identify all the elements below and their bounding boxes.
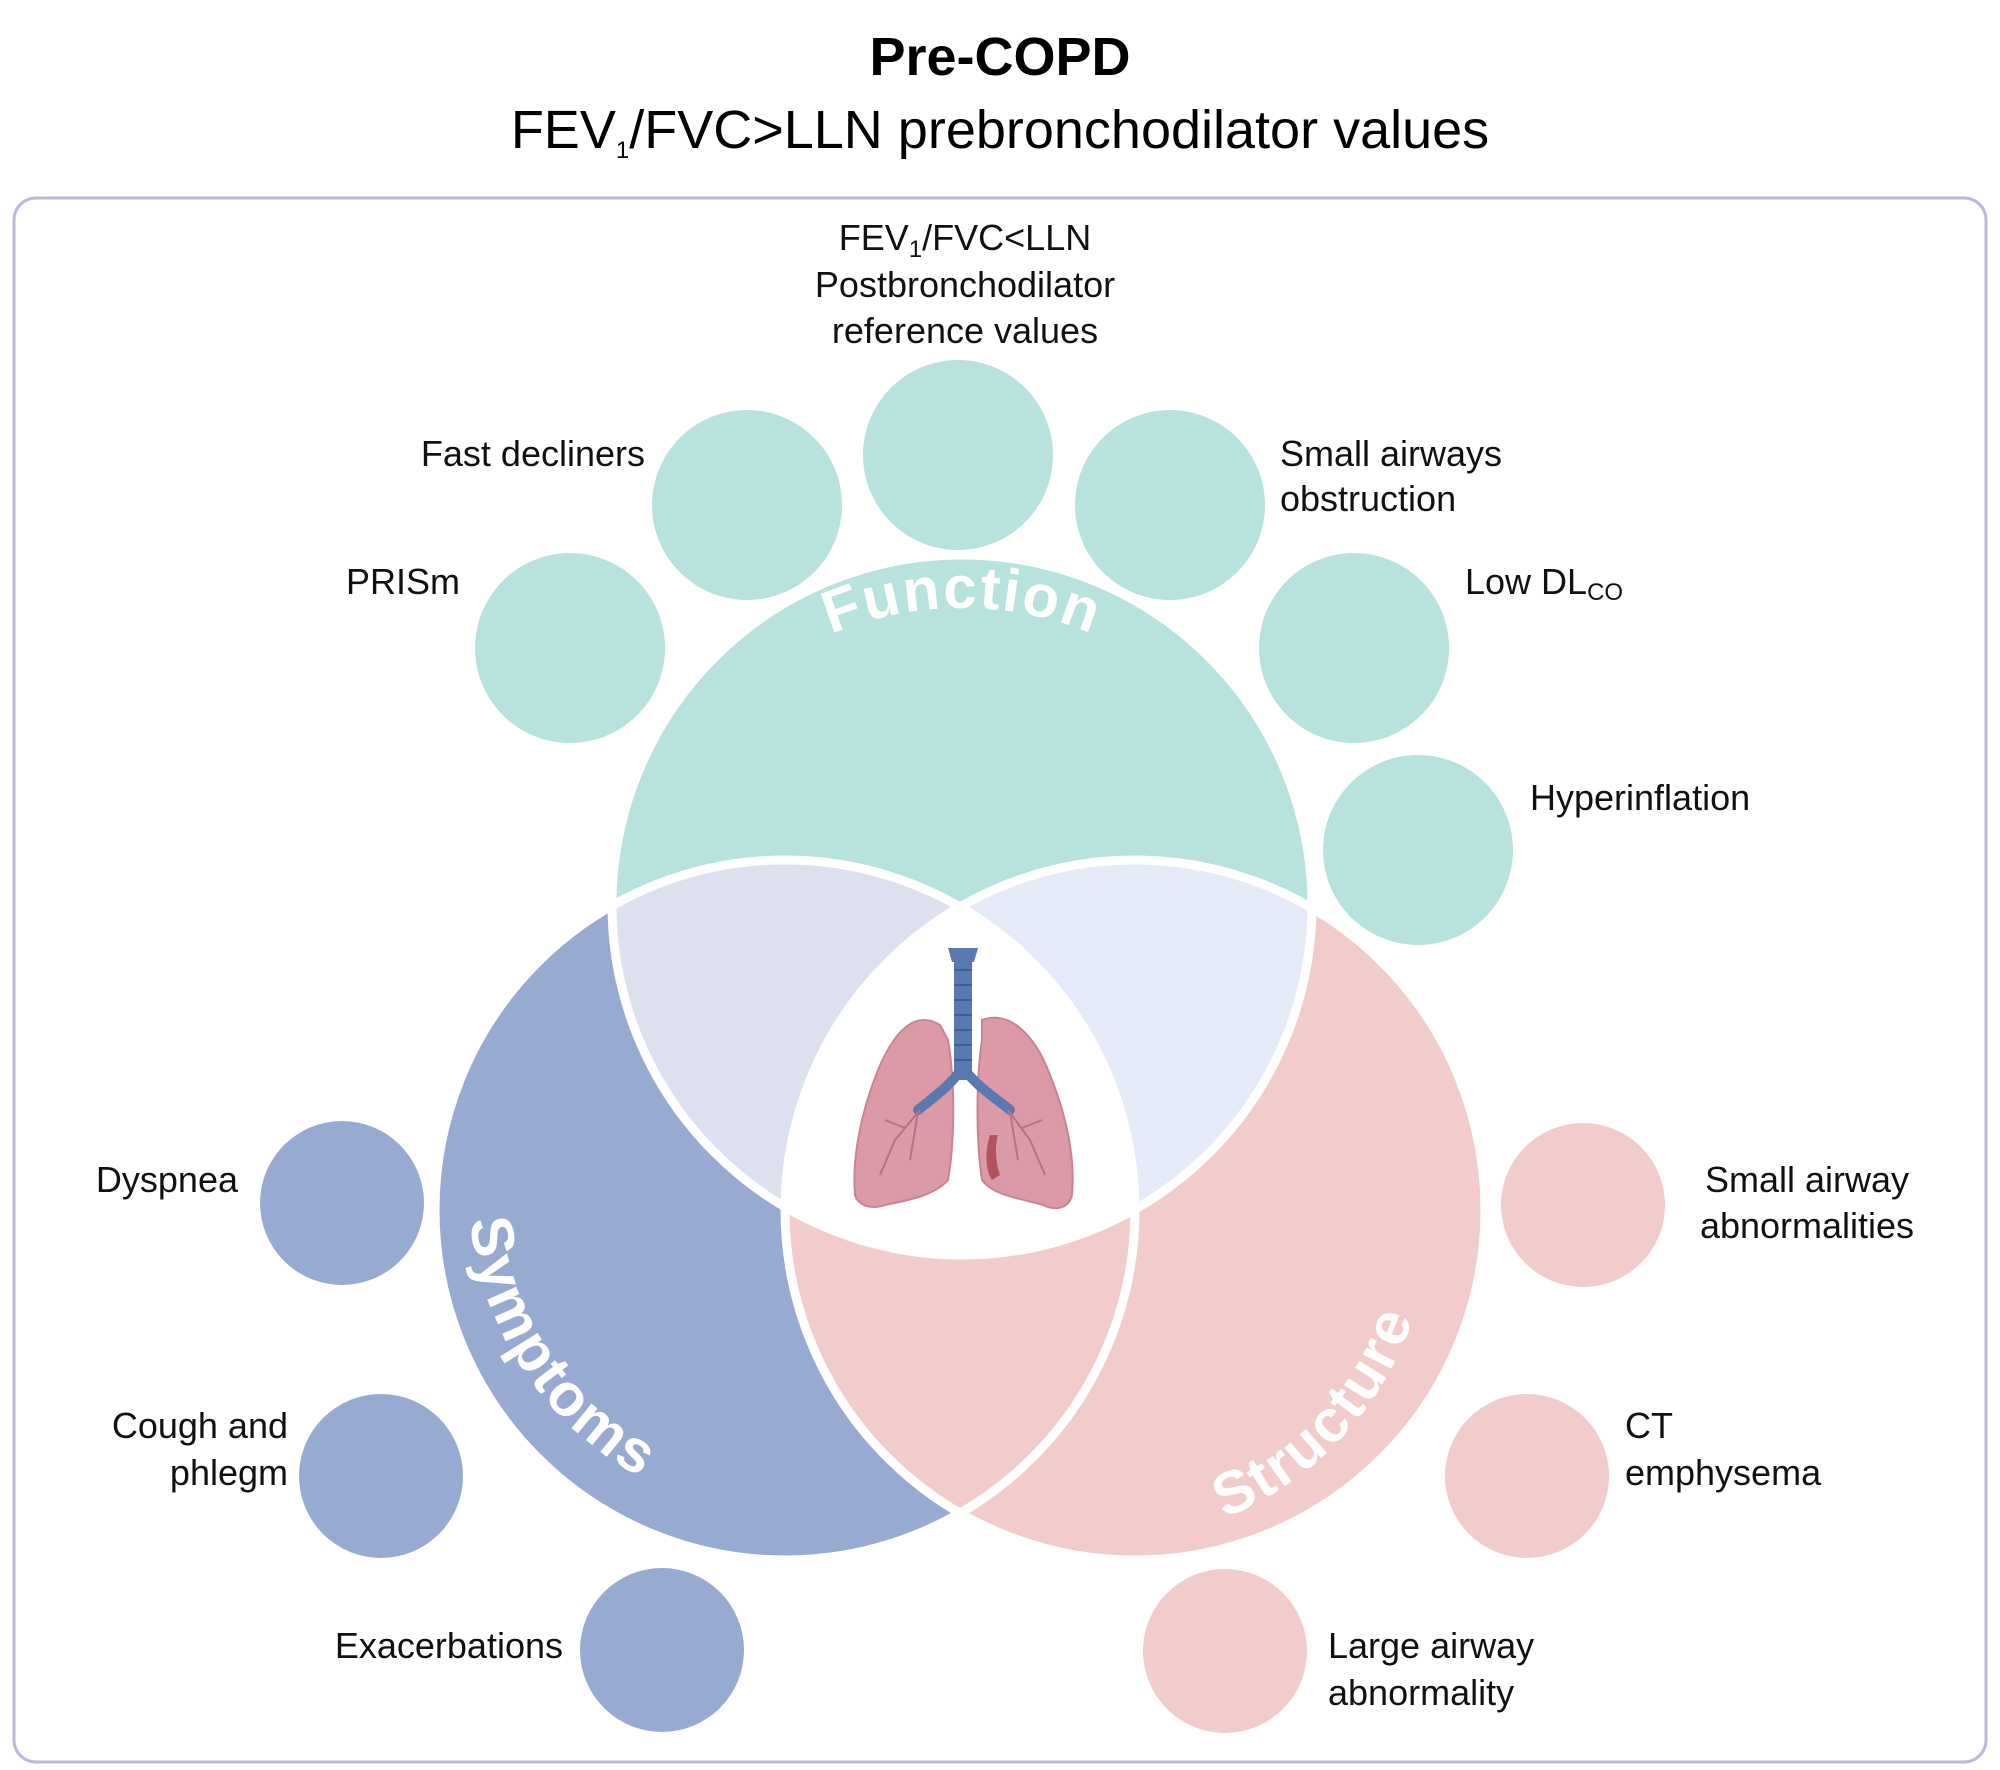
small-airway-abnormalities-circle: [1501, 1123, 1665, 1287]
svg-text:Small airways: Small airways: [1280, 433, 1502, 474]
exacerbations-circle: [580, 1568, 744, 1732]
low-dlco-circle: [1259, 553, 1449, 743]
svg-text:Large airway: Large airway: [1328, 1625, 1534, 1666]
diagram-title: Pre-COPD: [869, 27, 1130, 87]
svg-text:phlegm: phlegm: [170, 1452, 288, 1493]
svg-text:abnormalities: abnormalities: [1700, 1205, 1914, 1246]
hyperinflation-circle: [1323, 755, 1513, 945]
large-airway-abnormality-label: Large airway abnormality: [1328, 1625, 1534, 1713]
svg-text:reference values: reference values: [832, 310, 1098, 351]
cough-phlegm-circle: [299, 1394, 463, 1558]
large-airway-abnormality-circle: [1143, 1569, 1307, 1733]
fev1-fvc-lln-label: FEV1/FVC<LLN Postbronchodilator referenc…: [815, 217, 1115, 351]
low-dlco-label: Low DLCO: [1465, 561, 1623, 606]
hyperinflation-label: Hyperinflation: [1530, 777, 1750, 818]
symptoms-outline: [430, 855, 1140, 1565]
exacerbations-label: Exacerbations: [335, 1625, 563, 1666]
prism-circle: [475, 553, 665, 743]
svg-text:FEV1/FVC<LLN: FEV1/FVC<LLN: [839, 217, 1091, 263]
cough-phlegm-label: Cough and phlegm: [112, 1405, 288, 1493]
svg-text:emphysema: emphysema: [1625, 1452, 1822, 1493]
small-airway-abnormalities-label: Small airway abnormalities: [1700, 1159, 1914, 1246]
svg-text:Cough and: Cough and: [112, 1405, 288, 1446]
structure-outline: [780, 855, 1490, 1565]
ct-emphysema-circle: [1445, 1394, 1609, 1558]
lungs-icon: [853, 948, 1074, 1210]
svg-text:obstruction: obstruction: [1280, 478, 1456, 519]
fast-decliners-label: Fast decliners: [421, 433, 645, 474]
small-airways-obstruction-circle: [1075, 410, 1265, 600]
svg-text:Postbronchodilator: Postbronchodilator: [815, 264, 1115, 305]
fev1-fvc-lln-circle: [863, 360, 1053, 550]
diagram-subtitle: FEV1/FVC>LLN prebronchodilator values: [511, 100, 1489, 164]
ct-emphysema-label: CT emphysema: [1625, 1405, 1822, 1493]
small-airways-obstruction-label: Small airways obstruction: [1280, 433, 1502, 519]
svg-text:Small airway: Small airway: [1705, 1159, 1909, 1200]
svg-text:CT: CT: [1625, 1405, 1673, 1446]
svg-text:abnormality: abnormality: [1328, 1672, 1514, 1713]
dyspnea-label: Dyspnea: [96, 1159, 239, 1200]
dyspnea-circle: [260, 1121, 424, 1285]
fast-decliners-circle: [652, 410, 842, 600]
prism-label: PRISm: [346, 561, 460, 602]
